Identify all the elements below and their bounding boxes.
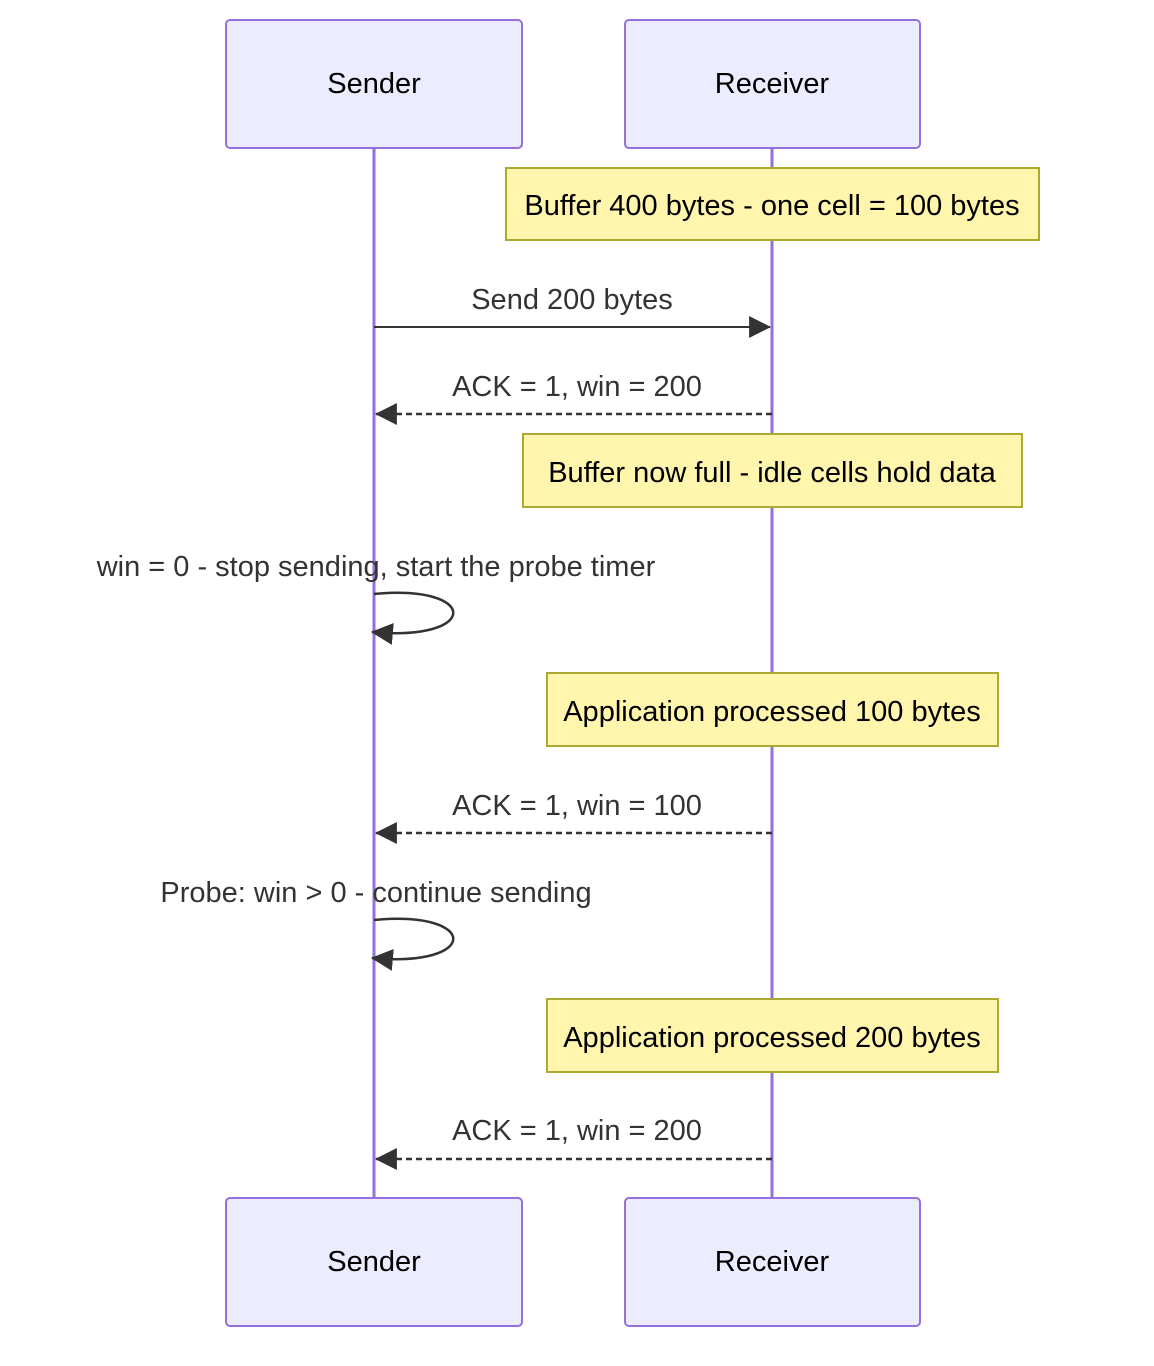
sender-actor-top: Sender: [225, 19, 523, 149]
note-processed-200-text: Application processed 200 bytes: [563, 1022, 981, 1054]
note-buffer-init-text: Buffer 400 bytes - one cell = 100 bytes: [524, 190, 1019, 222]
note-buffer-full: Buffer now full - idle cells hold data: [522, 433, 1023, 508]
receiver-actor-top-label: Receiver: [715, 68, 830, 100]
sender-actor-top-label: Sender: [327, 68, 421, 100]
receiver-actor-top: Receiver: [624, 19, 921, 149]
note-processed-100-text: Application processed 100 bytes: [563, 696, 981, 728]
message-self-probe-arrow: [370, 917, 455, 971]
note-buffer-full-text: Buffer now full - idle cells hold data: [548, 457, 996, 489]
sender-actor-bottom: Sender: [225, 1197, 523, 1327]
message-ack-200-final-label: ACK = 1, win = 200: [452, 1115, 702, 1147]
message-self-probe-label: Probe: win > 0 - continue sending: [160, 877, 591, 909]
note-processed-200: Application processed 200 bytes: [546, 998, 999, 1073]
note-buffer-init: Buffer 400 bytes - one cell = 100 bytes: [505, 167, 1040, 241]
sender-actor-bottom-label: Sender: [327, 1246, 421, 1278]
receiver-actor-bottom: Receiver: [624, 1197, 921, 1327]
message-ack-100-label: ACK = 1, win = 100: [452, 790, 702, 822]
receiver-actor-bottom-label: Receiver: [715, 1246, 830, 1278]
note-processed-100: Application processed 100 bytes: [546, 672, 999, 747]
message-self-stop-label: win = 0 - stop sending, start the probe …: [96, 551, 656, 583]
message-send-200-label: Send 200 bytes: [471, 284, 673, 316]
message-self-stop-arrow: [370, 591, 455, 645]
message-ack-200-first-label: ACK = 1, win = 200: [452, 371, 702, 403]
